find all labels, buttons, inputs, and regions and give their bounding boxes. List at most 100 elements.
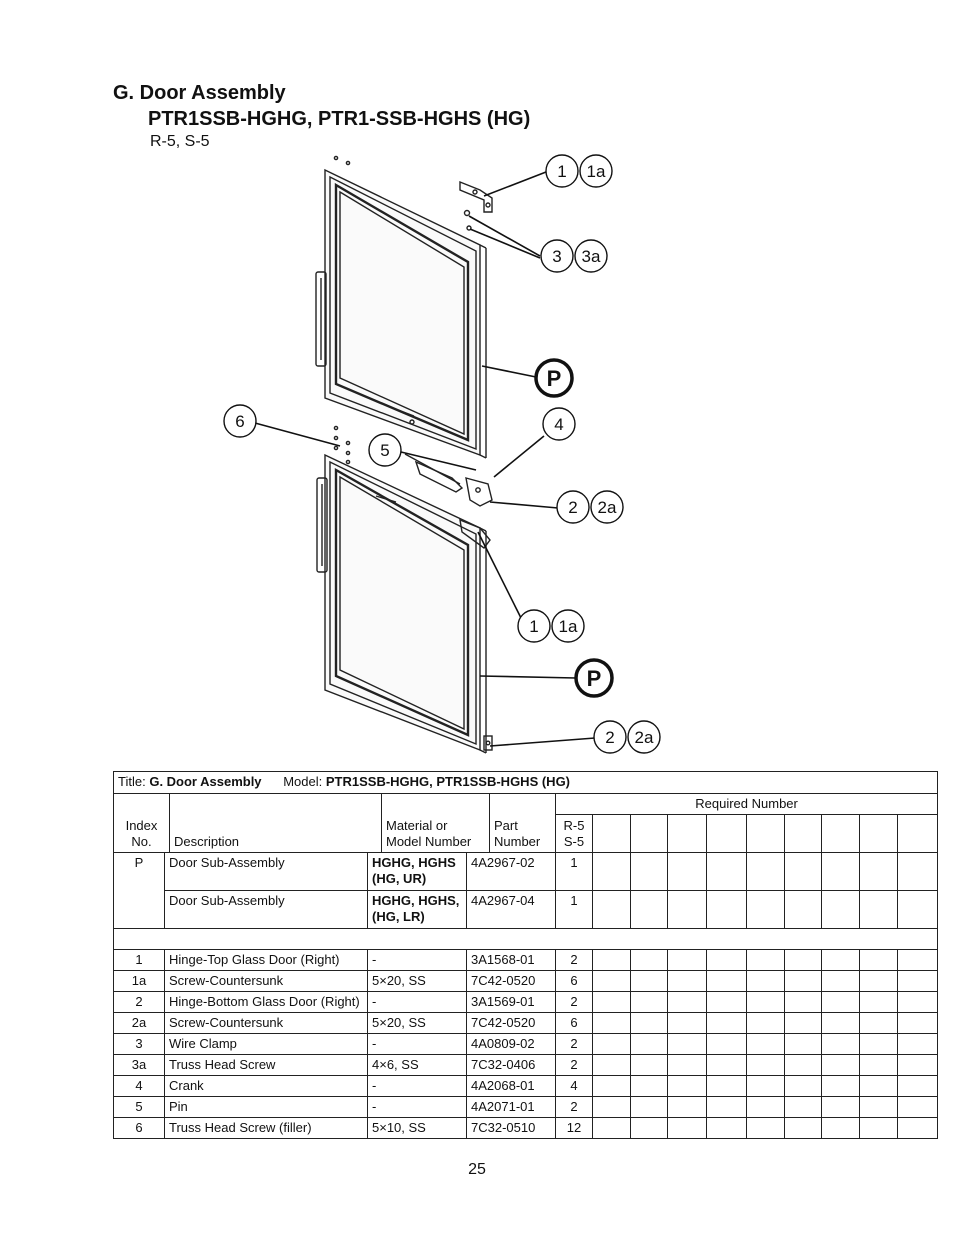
lower-door-drawing <box>316 453 493 754</box>
svg-text:3a: 3a <box>582 247 601 266</box>
row-qty: 6 <box>555 970 593 992</box>
row-material: 5×10, SS <box>367 1117 467 1139</box>
row-material: HGHG, HGHS, (HG, LR) <box>367 890 467 929</box>
svg-text:5: 5 <box>380 441 389 460</box>
svg-text:3: 3 <box>552 247 561 266</box>
row-index: 3 <box>113 1033 165 1055</box>
callout-4: 4 <box>542 407 576 441</box>
row-description: Screw-Countersunk <box>164 970 368 992</box>
row-part: 4A2071-01 <box>466 1096 556 1118</box>
required-number-row: Index No. Description Material or Model … <box>113 792 939 853</box>
callout-3: 3 3a <box>540 239 608 273</box>
header-description: Description <box>169 794 382 852</box>
row-index <box>113 890 165 929</box>
row-index: 1a <box>113 970 165 992</box>
row-description: Screw-Countersunk <box>164 1012 368 1034</box>
row-part: 3A1569-01 <box>466 991 556 1013</box>
callout-2-top: 2 2a <box>556 490 624 524</box>
row-material: - <box>367 1096 467 1118</box>
svg-text:4: 4 <box>554 415 563 434</box>
row-part: 4A0809-02 <box>466 1033 556 1055</box>
row-material: HGHG, HGHS (HG, UR) <box>367 852 467 891</box>
row-description: Wire Clamp <box>164 1033 368 1055</box>
page-number: 25 <box>468 1161 486 1178</box>
row-qty: 2 <box>555 991 593 1013</box>
row-qty: 1 <box>555 852 593 891</box>
table-title-row: Title: G. Door Assembly Model: PTR1SSB-H… <box>112 771 939 794</box>
row-material: - <box>367 949 467 971</box>
row-index: 5 <box>113 1096 165 1118</box>
row-material: 5×20, SS <box>367 970 467 992</box>
row-material: - <box>367 991 467 1013</box>
svg-text:2a: 2a <box>598 498 617 517</box>
row-index: 2a <box>113 1012 165 1034</box>
row-part: 4A2068-01 <box>466 1075 556 1097</box>
row-material: - <box>367 1075 467 1097</box>
header-index: Index No. <box>114 794 170 852</box>
callout-1-top: 1 1a <box>545 154 613 188</box>
header-row: R-5 S-5 <box>114 814 939 853</box>
row-index: 1 <box>113 949 165 971</box>
callout-1-lower: 1 1a <box>517 609 585 643</box>
row-description: Door Sub-Assembly <box>164 890 368 929</box>
row-material: 5×20, SS <box>367 1012 467 1034</box>
row-part: 4A2967-04 <box>466 890 556 929</box>
row-description: Door Sub-Assembly <box>164 852 368 891</box>
table-row: 2 Hinge-Bottom Glass Door (Right)-3A1569-… <box>113 991 939 1013</box>
door-assembly-diagram: 1 1a 3 3a 6 4 5 2 2a 1 <box>223 154 661 754</box>
svg-text:1a: 1a <box>559 617 578 636</box>
row-part: 7C32-0510 <box>466 1117 556 1139</box>
svg-text:1: 1 <box>529 617 538 636</box>
header-required-number: Required Number <box>554 792 939 816</box>
row-part: 7C32-0406 <box>466 1054 556 1076</box>
row-part: 7C42-0520 <box>466 970 556 992</box>
section-heading: G. Door Assembly <box>113 82 286 104</box>
callout-5: 5 <box>368 433 402 467</box>
row-qty: 2 <box>555 1096 593 1118</box>
row-description: Truss Head Screw <box>164 1054 368 1076</box>
table-model: PTR1SSB-HGHG, PTR1SSB-HGHS (HG) <box>325 774 571 789</box>
row-qty: 4 <box>555 1075 593 1097</box>
table-title: G. Door Assembly <box>149 774 262 789</box>
row-index: 4 <box>113 1075 165 1097</box>
row-index: P <box>113 852 165 891</box>
svg-text:2: 2 <box>568 498 577 517</box>
row-part: 3A1568-01 <box>466 949 556 971</box>
row-material: 4×6, SS <box>367 1054 467 1076</box>
spacer-row <box>112 928 939 950</box>
svg-text:P: P <box>587 666 602 691</box>
row-description: Hinge-Bottom Glass Door (Right) <box>164 991 368 1013</box>
svg-text:2a: 2a <box>635 728 654 747</box>
row-qty: 12 <box>555 1117 593 1139</box>
model-heading: PTR1SSB-HGHG, PTR1-SSB-HGHS (HG) <box>148 108 531 130</box>
row-qty: 6 <box>555 1012 593 1034</box>
p-tag-top: P <box>534 358 574 398</box>
row-part: 4A2967-02 <box>466 852 556 891</box>
row-part: 7C42-0520 <box>466 1012 556 1034</box>
callout-6: 6 <box>223 404 257 438</box>
header-material: Material or Model Number <box>381 794 490 852</box>
p-tag-bottom: P <box>574 658 614 698</box>
row-description: Truss Head Screw (filler) <box>164 1117 368 1139</box>
header-part: Part Number <box>494 818 541 849</box>
svg-text:6: 6 <box>235 412 244 431</box>
row-qty: 2 <box>555 949 593 971</box>
svg-text:1a: 1a <box>587 162 606 181</box>
row-description: Crank <box>164 1075 368 1097</box>
row-description: Hinge-Top Glass Door (Right) <box>164 949 368 971</box>
callout-2-lower: 2 2a <box>593 720 661 754</box>
row-qty: 2 <box>555 1033 593 1055</box>
row-qty: 2 <box>555 1054 593 1076</box>
revision-label: R-5, S-5 <box>150 133 210 150</box>
svg-text:2: 2 <box>605 728 614 747</box>
svg-text:1: 1 <box>557 162 566 181</box>
row-index: 6 <box>113 1117 165 1139</box>
